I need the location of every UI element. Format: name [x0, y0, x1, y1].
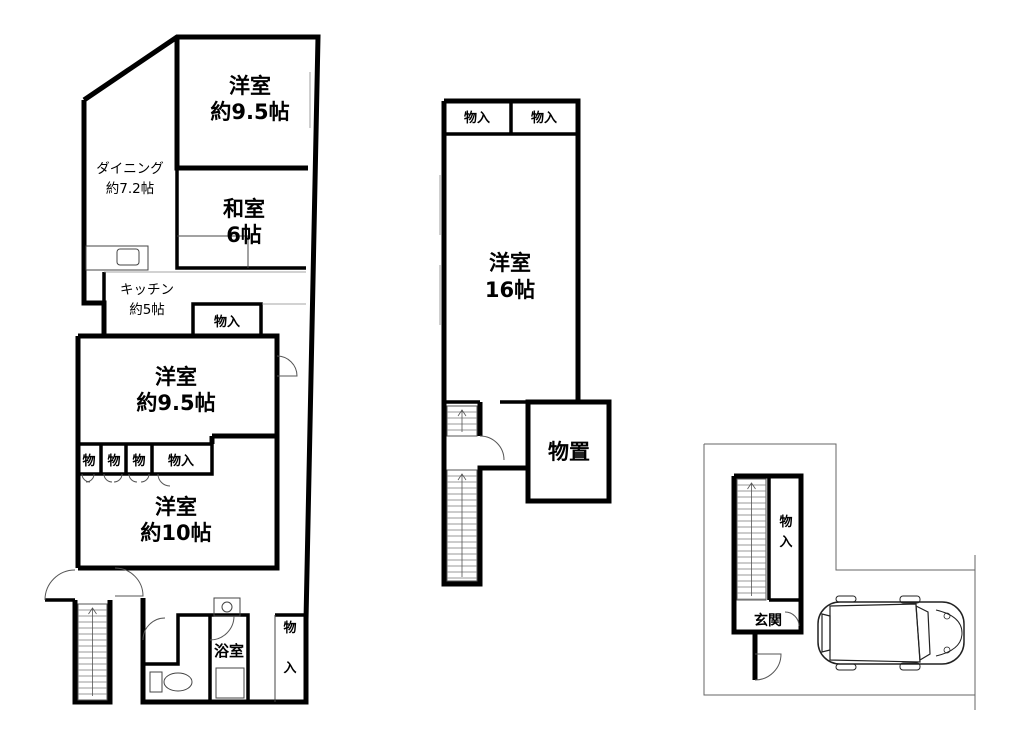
toilet-icon — [149, 671, 193, 693]
sink-icon — [213, 597, 241, 617]
closet-3-label: 物 — [132, 453, 145, 469]
room-western-16-size: 16帖 — [485, 278, 535, 302]
closet-2-label: 物 — [107, 453, 120, 469]
floor-2-plan: 物入 物入 洋室 16帖 物置 — [439, 98, 612, 587]
room-western-mid-size: 約9.5帖 — [136, 391, 215, 415]
entrance-storage-char-1: 物 — [779, 514, 792, 530]
entrance-label: 玄関 — [754, 612, 782, 629]
dining-name: ダイニング — [96, 161, 164, 177]
storage-bath-char-2: 入 — [283, 661, 296, 676]
entrance-floor-plan: 物 入 玄関 — [703, 443, 976, 710]
stairs-icon — [77, 603, 108, 701]
stairs-icon — [736, 478, 767, 601]
car-icon — [817, 595, 965, 671]
room-western-top-name: 洋室 — [229, 74, 271, 98]
closet-4-label: 物入 — [168, 453, 194, 469]
bath-label: 浴室 — [214, 642, 244, 660]
room-western-bottom-name: 洋室 — [155, 495, 197, 519]
floor-1-plan: 洋室 約9.5帖 和室 6帖 ダイニング 約7.2帖 キッチン 約5帖 物入 洋… — [44, 34, 321, 705]
room-japanese-size: 6帖 — [226, 223, 262, 247]
shed-label: 物置 — [548, 440, 590, 464]
room-western-bottom-size: 約10帖 — [140, 521, 211, 545]
room-western-16-name: 洋室 — [489, 251, 531, 275]
room-western-mid-name: 洋室 — [155, 365, 197, 389]
storage-right-label: 物入 — [531, 110, 557, 126]
stairs-icon — [446, 405, 478, 582]
room-japanese-name: 和室 — [223, 197, 265, 221]
bathtub-icon — [215, 667, 245, 699]
storage-bath-char-1: 物 — [283, 620, 296, 636]
storage-kitchen-label: 物入 — [214, 314, 240, 330]
closet-1-label: 物 — [82, 453, 95, 469]
storage-left-label: 物入 — [464, 110, 490, 126]
dining-size: 約7.2帖 — [106, 181, 154, 197]
entrance-storage-char-2: 入 — [779, 535, 792, 550]
kitchen-size: 約5帖 — [129, 302, 165, 318]
room-western-top-size: 約9.5帖 — [210, 100, 289, 124]
kitchen-name: キッチン — [120, 282, 174, 298]
